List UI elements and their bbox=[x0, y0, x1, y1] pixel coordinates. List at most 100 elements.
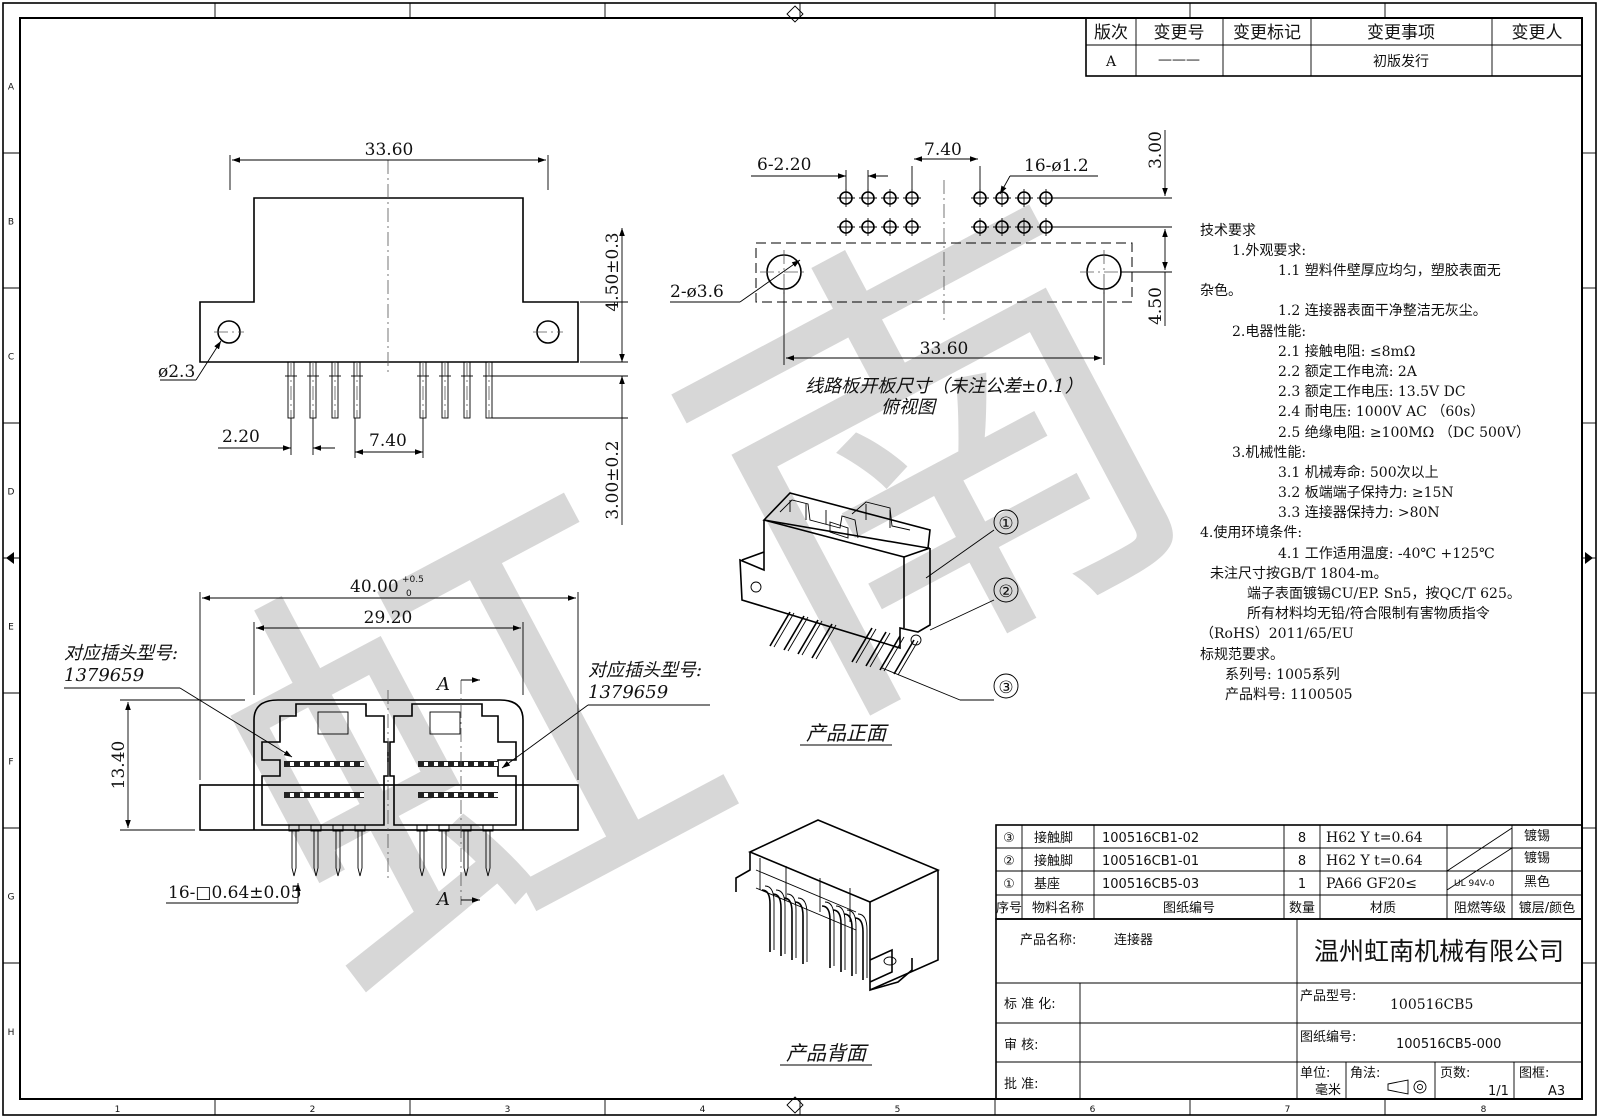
bom-header-qty: 数量 bbox=[1289, 901, 1315, 916]
bom-header-material: 材质 bbox=[1370, 901, 1396, 916]
angle-label: 角法: bbox=[1350, 1066, 1380, 1081]
pin bbox=[811, 623, 833, 659]
pin-base bbox=[482, 824, 494, 832]
unit-label: 单位: bbox=[1300, 1066, 1330, 1081]
bom-row-drawing: 100516CB1-02 bbox=[1102, 831, 1199, 846]
bom-row-qty: 8 bbox=[1298, 854, 1306, 869]
sheet-value: A3 bbox=[1548, 1084, 1565, 1099]
req-line: 2.2 额定工作电流: 2A bbox=[1278, 364, 1418, 380]
bom-row-qty: 8 bbox=[1298, 831, 1306, 846]
pin bbox=[335, 831, 341, 877]
dim-front-pitch: 2.20 bbox=[222, 427, 260, 447]
dim-pcb-pin-holes: 16-ø1.2 bbox=[1024, 156, 1089, 176]
page-value: 1/1 bbox=[1488, 1084, 1509, 1099]
dim-pcb-offset-side: 4.50 bbox=[1146, 287, 1166, 325]
pcb-caption-2: 俯视图 bbox=[881, 397, 938, 418]
dim-pcb-hole-spacing: 33.60 bbox=[920, 339, 969, 359]
req-line: 标规范要求。 bbox=[1200, 646, 1284, 663]
pin-base bbox=[416, 824, 428, 832]
pin-base bbox=[332, 824, 344, 832]
dim-front-pin-length: 3.00±0.2 bbox=[603, 440, 623, 519]
frame-column-label: 5 bbox=[895, 1105, 901, 1115]
dim-pcb-mount-holes: 2-ø3.6 bbox=[670, 282, 724, 302]
dim-plug-pin-size: 16-□0.64±0.05 bbox=[168, 883, 301, 903]
frame-column-label: 7 bbox=[1285, 1105, 1291, 1115]
balloon-3: ③ bbox=[998, 678, 1013, 698]
bom-row: ① 基座 100516CB5-03 1 PA66 GF20≤ UL 94V-0 … bbox=[1003, 874, 1550, 892]
pin-base bbox=[288, 824, 300, 832]
frame-row-label: H bbox=[8, 1028, 15, 1038]
rev-header-change-no: 变更号 bbox=[1154, 23, 1205, 43]
req-line: 4.使用环境条件: bbox=[1200, 524, 1302, 541]
rev-change-no: ——— bbox=[1158, 52, 1200, 68]
frame-column-label: 1 bbox=[115, 1105, 121, 1115]
dim-plug-overall: 40.00 bbox=[350, 577, 399, 597]
pin bbox=[313, 831, 319, 877]
page-label: 页数: bbox=[1440, 1066, 1470, 1081]
pin bbox=[463, 831, 469, 877]
pin bbox=[761, 889, 771, 952]
balloon-2: ② bbox=[998, 582, 1013, 602]
req-line: 1.外观要求: bbox=[1232, 243, 1306, 259]
front-view: 33.60 4.50±0.3 3.00±0.2 ø2.3 2.20 7.40 bbox=[158, 140, 628, 525]
bom-header-name: 物料名称 bbox=[1032, 900, 1084, 916]
model-label: 产品型号: bbox=[1300, 989, 1356, 1004]
bom-row-no: ② bbox=[1003, 854, 1015, 869]
req-line: 3.机械性能: bbox=[1232, 445, 1306, 461]
req-title: 技术要求 bbox=[1200, 223, 1256, 239]
bom-header-finish: 镀层/颜色 bbox=[1519, 900, 1575, 916]
pin bbox=[783, 615, 805, 651]
iso-front-view: ① ② ③ 产品正面 bbox=[739, 492, 1019, 746]
dim-plug-tol-lower: 0 bbox=[406, 589, 412, 599]
pin bbox=[291, 831, 297, 877]
dim-plug-inner: 29.20 bbox=[364, 608, 413, 628]
dim-front-gap: 7.40 bbox=[369, 431, 407, 451]
req-line: 系列号: 1005系列 bbox=[1225, 667, 1340, 683]
frame-row-label: A bbox=[8, 83, 15, 93]
pin-base bbox=[310, 824, 322, 832]
pcb-layout-view: 33.60 2-ø3.6 6-2.20 7.40 16-ø1.2 3.00 4.… bbox=[670, 130, 1172, 418]
pin-base bbox=[354, 824, 366, 832]
bom-row-material: H62 Y t=0.64 bbox=[1326, 853, 1423, 869]
drawing-no-label: 图纸编号: bbox=[1300, 1030, 1356, 1045]
frame-column-label: 2 bbox=[310, 1105, 316, 1115]
req-line: 3.1 机械寿命: 500次以上 bbox=[1278, 464, 1439, 481]
rev-header-person: 变更人 bbox=[1512, 23, 1563, 43]
frame-row-label: G bbox=[8, 893, 15, 903]
mate-right-part: 1379659 bbox=[588, 682, 668, 703]
pin bbox=[357, 831, 363, 877]
sheet-label: 图框: bbox=[1519, 1066, 1549, 1081]
pin bbox=[832, 909, 842, 972]
bom-row-no: ③ bbox=[1003, 831, 1015, 846]
bom-row-drawing: 100516CB5-03 bbox=[1102, 877, 1199, 892]
frame-row-label: D bbox=[8, 488, 15, 498]
dim-front-hole: ø2.3 bbox=[158, 362, 195, 382]
req-line: （RoHS）2011/65/EU bbox=[1200, 626, 1354, 642]
bom-row-drawing: 100516CB1-01 bbox=[1102, 854, 1199, 869]
watermark: 虹 南 bbox=[142, 116, 1264, 1096]
pin bbox=[851, 627, 873, 663]
dim-pcb-gap: 7.40 bbox=[924, 140, 962, 160]
plug-view: A A 40.00 +0.5 0 29.20 13.40 16-□0.64±0.… bbox=[64, 575, 710, 910]
req-line: 所有材料均无铅/符合限制有害物质指令 bbox=[1247, 606, 1490, 622]
req-line: 未注尺寸按GB/T 1804-m。 bbox=[1210, 566, 1388, 582]
iso-front-caption: 产品正面 bbox=[806, 721, 889, 745]
product-name-label: 产品名称: bbox=[1020, 932, 1076, 948]
bom-table: ③ 接触脚 100516CB1-02 8 H62 Y t=0.64 镀锡 ② 接… bbox=[995, 824, 1583, 920]
frame-row-label: E bbox=[8, 623, 14, 633]
bom-header-drawing: 图纸编号 bbox=[1163, 901, 1215, 916]
drawing-no: 100516CB5-000 bbox=[1396, 1037, 1501, 1052]
frame-column-label: 4 bbox=[700, 1105, 706, 1115]
dim-front-height: 4.50±0.3 bbox=[603, 232, 623, 311]
frame-column-label: 6 bbox=[1090, 1105, 1096, 1115]
mate-left-label: 对应插头型号: bbox=[64, 643, 178, 664]
projection-symbol-icon bbox=[1387, 1079, 1409, 1095]
approve-label: 批 准: bbox=[1004, 1077, 1039, 1092]
pin-base bbox=[438, 824, 450, 832]
bom-row: ② 接触脚 100516CB1-01 8 H62 Y t=0.64 镀锡 bbox=[1003, 850, 1550, 869]
iso-back-view: 产品背面 bbox=[735, 819, 940, 1066]
watermark-char-2: 南 bbox=[607, 116, 1264, 804]
bom-row-flame: UL 94V-0 bbox=[1454, 879, 1495, 889]
